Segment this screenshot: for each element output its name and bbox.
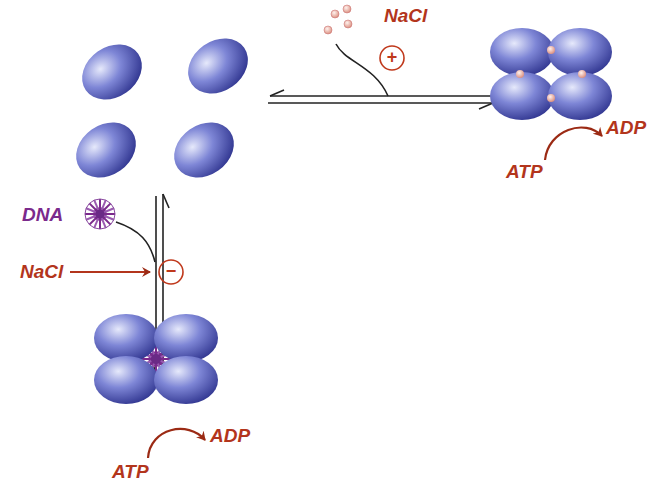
sign-symbol: + [382, 48, 402, 66]
sign-symbol: − [161, 262, 181, 280]
species-label: NaCl [384, 6, 427, 25]
inhibit-arrow [70, 271, 150, 273]
minus-circle [159, 260, 183, 284]
tetramer [490, 28, 612, 120]
plus-circle [380, 46, 404, 70]
leader-line [116, 222, 155, 262]
species-label: ATP [506, 162, 543, 181]
species-label: ATP [112, 462, 149, 481]
reaction-arrow [148, 429, 205, 458]
monomer [65, 27, 258, 189]
nacl-dots [324, 5, 388, 96]
dna-label: DNA [22, 205, 63, 224]
reaction-arrow [545, 128, 602, 160]
species-label: NaCl [20, 262, 63, 281]
equilibrium-arrow [268, 90, 495, 109]
species-label: ADP [606, 118, 646, 137]
species-label: ADP [210, 426, 250, 445]
tetramer [94, 314, 218, 404]
